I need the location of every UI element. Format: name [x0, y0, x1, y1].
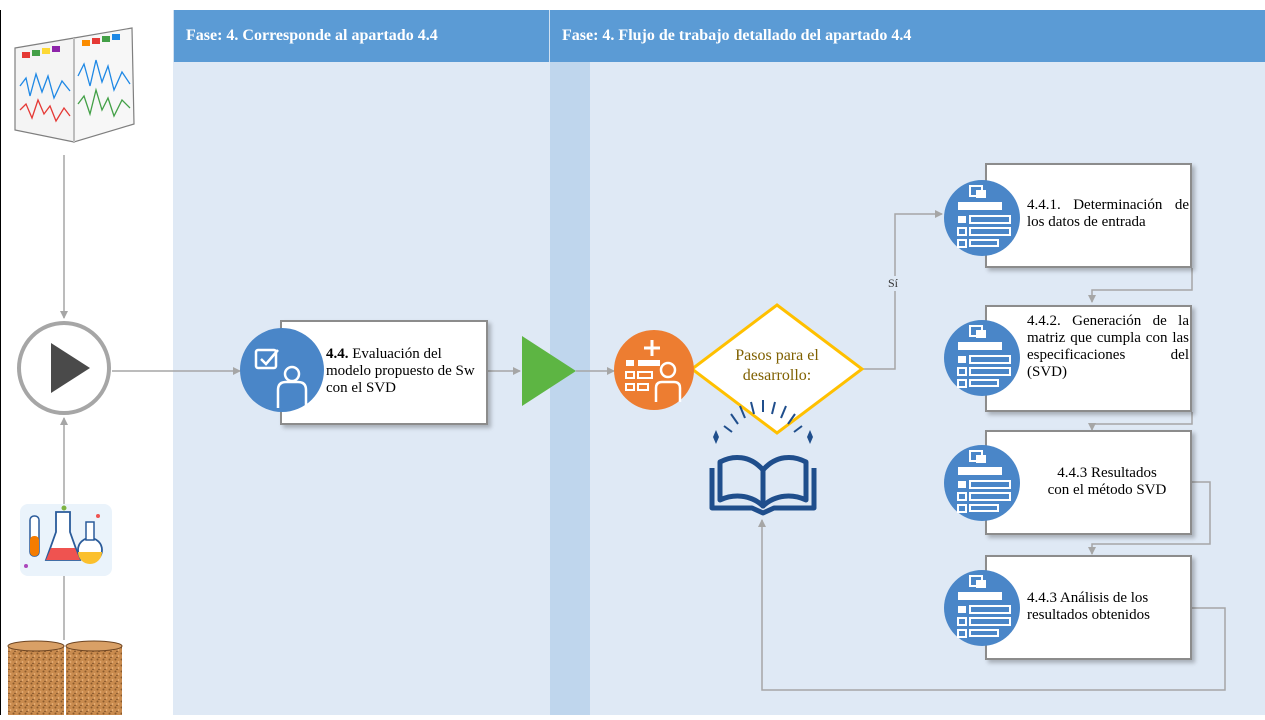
- add-user-icon: [614, 330, 694, 410]
- step-box-1: 4.4.1. Determinación de los datos de ent…: [985, 163, 1192, 268]
- step-box-4: 4.4.3 Análisis de los resultados obtenid…: [985, 555, 1192, 660]
- connectors: [60, 155, 1226, 691]
- connector-step1-to-step2: [1088, 268, 1193, 303]
- step-1-label: 4.4.1. Determinación de los datos de ent…: [1027, 197, 1189, 230]
- lane-divider-strip: [550, 62, 590, 715]
- lane-header-phase-4-detail: Fase: 4. Flujo de trabajo detallado del …: [549, 10, 1265, 62]
- play-icon: [17, 321, 111, 415]
- decision-label: Pasos para el desarrollo:: [735, 347, 819, 384]
- process-box-label: 4.4. Evaluación del modelo propuesto de …: [326, 346, 478, 397]
- open-book-icon: [709, 400, 817, 516]
- merge-arrow-icon: [522, 336, 576, 406]
- process-box-number: 4.4.: [326, 346, 349, 362]
- lane-header-phase-4: Fase: 4. Corresponde al apartado 4.4: [173, 10, 549, 62]
- connector-loop-back: [758, 519, 1226, 691]
- decision-diamond: [689, 303, 865, 435]
- process-box-text: Evaluación del modelo propuesto de Sw co…: [326, 346, 475, 396]
- document-image: [12, 26, 138, 146]
- form-list-icon: [944, 445, 1020, 521]
- form-list-icon: [944, 570, 1020, 646]
- connector-si-branch: [862, 210, 943, 370]
- core-sample-image: [6, 640, 126, 715]
- branch-label-si: Sí: [886, 276, 901, 291]
- step-3-label: 4.4.3 Resultados con el método SVD: [1047, 465, 1167, 498]
- user-check-icon: [240, 328, 324, 412]
- step-4-label: 4.4.3 Análisis de los resultados obtenid…: [1027, 590, 1150, 623]
- connector-step2-to-step3: [1088, 412, 1193, 431]
- step-box-2: 4.4.2. Generación de la matriz que cumpl…: [985, 305, 1192, 412]
- form-list-icon: [944, 320, 1020, 396]
- step-2-label: 4.4.2. Generación de la matriz que cumpl…: [1027, 313, 1189, 380]
- lab-flasks-image: [20, 504, 112, 576]
- connector-step3-to-step4: [1088, 481, 1211, 555]
- form-list-icon: [944, 180, 1020, 256]
